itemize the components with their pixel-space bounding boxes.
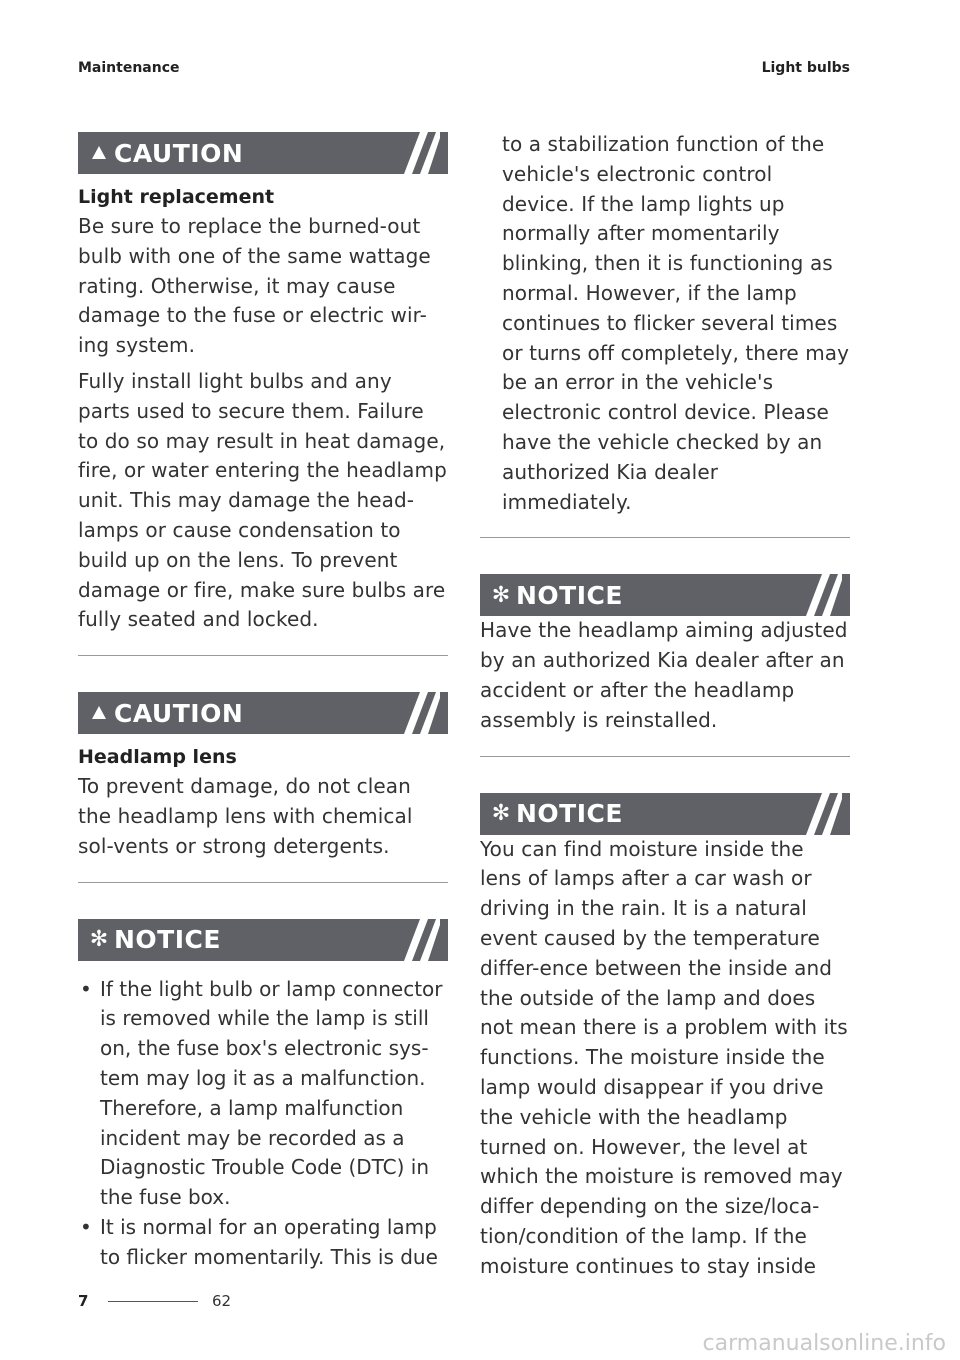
continuation-paragraph: to a stabilization function of the vehic… — [502, 132, 850, 514]
notice-banner: ✻ NOTICE — [480, 792, 850, 835]
slash-decoration-icon — [806, 574, 842, 617]
warning-triangle-icon — [84, 144, 114, 162]
notice-banner: ✻ NOTICE — [78, 918, 448, 961]
section-divider — [480, 755, 850, 757]
warning-triangle-icon — [84, 704, 114, 722]
caution-banner: CAUTION — [78, 132, 448, 174]
slash-decoration-icon — [806, 792, 842, 835]
section-divider — [480, 537, 850, 539]
asterisk-icon: ✻ — [491, 801, 511, 827]
slash-decoration-icon — [404, 132, 440, 174]
asterisk-icon: ✻ — [491, 582, 511, 608]
list-item-text: It is normal for an operating lamp to fl… — [100, 1214, 438, 1269]
slash-decoration-icon — [404, 692, 440, 735]
notice-paragraph: You can find moisture inside the lens of… — [480, 836, 848, 1278]
running-header-topic: Light bulbs — [761, 60, 850, 76]
caution-paragraph: To prevent damage, do not clean the head… — [78, 774, 413, 858]
list-item-text: If the light bulb or lamp connector is r… — [100, 976, 443, 1210]
list-item: • It is normal for an operating lamp to f… — [78, 1213, 448, 1273]
section-divider — [78, 881, 448, 883]
banner-title: CAUTION — [114, 698, 244, 728]
page-number: 62 — [212, 1292, 232, 1310]
asterisk-icon: ✻ — [89, 927, 109, 953]
caution-banner: CAUTION — [78, 692, 448, 735]
caution-paragraph: Be sure to replace the burned-out bulb w… — [78, 214, 431, 358]
running-header-section: Maintenance — [78, 60, 180, 76]
caution-subtitle: Headlamp lens — [78, 746, 237, 769]
right-column: to a stabilization function of the vehic… — [480, 130, 850, 1288]
bullet-icon: • — [80, 1214, 92, 1239]
banner-title: CAUTION — [114, 138, 244, 168]
page-footer: 7 62 — [78, 1292, 231, 1310]
list-item: • If the light bulb or lamp connector is … — [78, 975, 448, 1213]
caution-subtitle: Light replacement — [78, 186, 275, 208]
banner-title: NOTICE — [516, 799, 623, 829]
chapter-number: 7 — [78, 1292, 89, 1310]
slash-decoration-icon — [404, 918, 440, 961]
banner-title: NOTICE — [516, 580, 623, 610]
notice-banner: ✻ NOTICE — [480, 574, 850, 617]
footer-divider — [108, 1300, 198, 1302]
notice-paragraph: Have the headlamp aiming adjusted by an … — [480, 618, 848, 732]
caution-paragraph: Fully install light bulbs and any parts … — [78, 368, 447, 632]
section-divider — [78, 655, 448, 657]
notice-bullet-list: • If the light bulb or lamp connector is … — [78, 975, 448, 1273]
bullet-icon: • — [80, 976, 92, 1001]
watermark: carmanualsonline.info — [702, 1331, 946, 1356]
banner-title: NOTICE — [114, 925, 221, 955]
left-column: CAUTION Light replacement Be sure to rep… — [78, 132, 448, 1273]
